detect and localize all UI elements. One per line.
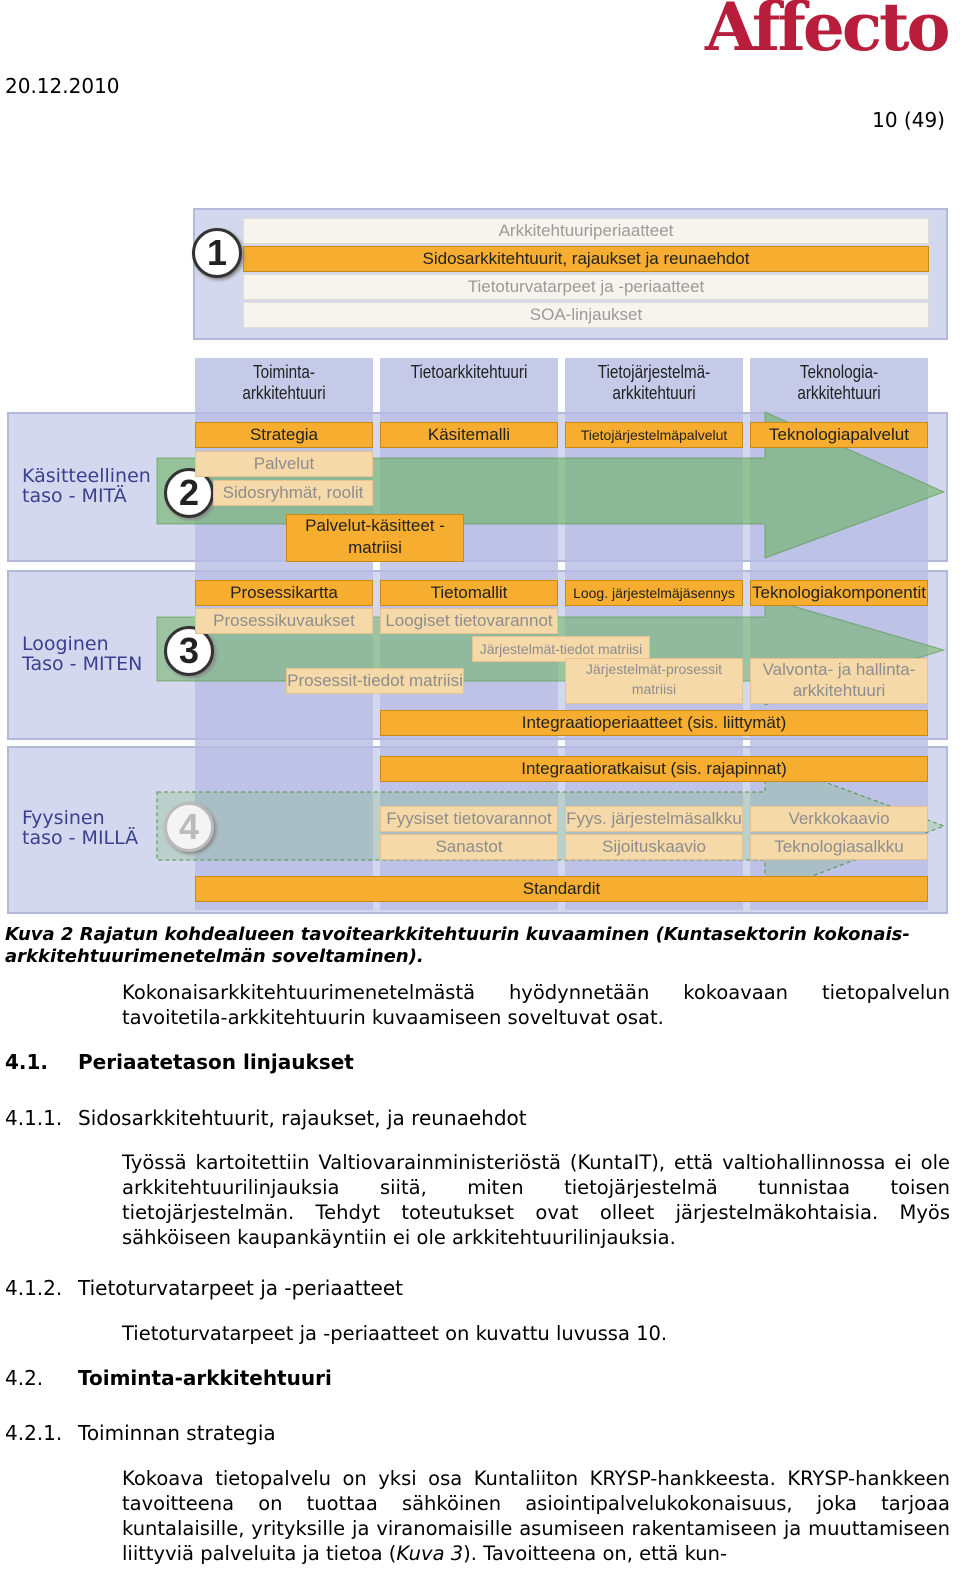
bar-fyys-jarjestelmasalkku: Fyys. järjestelmäsalkku xyxy=(565,806,743,832)
bar-strategia: Strategia xyxy=(195,422,373,448)
bar-tietomallit: Tietomallit xyxy=(380,580,558,606)
principles-bar-4: SOA-linjaukset xyxy=(243,302,929,328)
heading-4-1: Periaatetason linjaukset xyxy=(78,1050,354,1074)
level-label-conceptual: Käsitteellinen taso - MITÄ xyxy=(22,465,151,507)
column-header-teknologia: Teknologia- arkkitehtuuri xyxy=(797,362,881,403)
level-label-logical: Looginen Taso - MITEN xyxy=(22,633,143,675)
bar-prosessikartta: Prosessikartta xyxy=(195,580,373,606)
bar-teknologiakomponentit: Teknologiakomponentit xyxy=(750,580,928,606)
affecto-logo: Affecto xyxy=(705,0,951,66)
bar-sijoituskaavio: Sijoituskaavio xyxy=(565,834,743,860)
bar-loog-jarjestelmajasennys: Loog. järjestelmäjäsennys xyxy=(565,580,743,606)
level-number-2: 2 xyxy=(164,468,214,518)
bar-palvelut: Palvelut xyxy=(195,451,373,477)
heading-4-1-1-number: 4.1.1. xyxy=(5,1106,63,1130)
document-date: 20.12.2010 xyxy=(5,74,120,98)
figure-caption: Kuva 2 Rajatun kohdealueen tavoitearkkit… xyxy=(5,924,910,967)
principles-bar-2: Sidosarkkitehtuurit, rajaukset ja reunae… xyxy=(243,246,929,272)
column-header-tieto: Tietoarkkitehtuuri xyxy=(410,362,528,382)
principles-bar-3: Tietoturvatarpeet ja -periaatteet xyxy=(243,274,929,300)
paragraph-4-1-2: Tietoturvatarpeet ja -periaatteet on kuv… xyxy=(122,1322,668,1345)
bar-teknologiapalvelut: Teknologiapalvelut xyxy=(750,422,928,448)
bar-integraatioratkaisut: Integraatioratkaisut (sis. rajapinnat) xyxy=(380,756,928,782)
principles-bar-1: Arkkitehtuuriperiaatteet xyxy=(243,218,929,244)
heading-4-2-1-number: 4.2.1. xyxy=(5,1421,63,1445)
level-label-physical: Fyysinen taso - MILLÄ xyxy=(22,807,139,849)
column-header-toiminta: Toiminta- arkkitehtuuri xyxy=(242,362,326,403)
bar-kasitemalli: Käsitemalli xyxy=(380,422,558,448)
level-number-3: 3 xyxy=(164,626,214,676)
heading-4-2: Toiminta-arkkitehtuuri xyxy=(78,1366,332,1390)
bar-prosessikuvaukset: Prosessikuvaukset xyxy=(195,608,373,634)
heading-4-1-number: 4.1. xyxy=(5,1050,49,1074)
bar-teknologiasalkku: Teknologiasalkku xyxy=(750,834,928,860)
bar-loogiset-tietovarannot: Loogiset tietovarannot xyxy=(380,608,558,634)
paragraph-4-1-1: Työssä kartoitettiin Valtiovarainministe… xyxy=(122,1151,950,1249)
intro-paragraph: Kokonaisarkkitehtuurimenetelmästä hyödyn… xyxy=(122,981,950,1029)
architecture-figure: Arkkitehtuuriperiaatteet Sidosarkkitehtu… xyxy=(0,200,960,920)
bar-jarjestelmat-tiedot-matriisi: Järjestelmät-tiedot matriisi xyxy=(472,636,650,662)
bar-tietojarjestelmapalvelut: Tietojärjestelmäpalvelut xyxy=(565,422,743,448)
column-header-tietojarjestelma: Tietojärjestelmä- arkkitehtuuri xyxy=(597,362,711,403)
bar-verkkokaavio: Verkkokaavio xyxy=(750,806,928,832)
bar-integraatioperiaatteet: Integraatioperiaatteet (sis. liittymät) xyxy=(380,710,928,736)
figure-reference: Kuva 3 xyxy=(396,1542,464,1565)
paragraph-4-2-1: Kokoava tietopalvelu on yksi osa Kuntali… xyxy=(122,1467,950,1565)
bar-valvonta-hallinta: Valvonta- ja hallinta- arkkitehtuuri xyxy=(750,658,928,704)
bar-palvelut-kasitteet-matriisi: Palvelut-käsitteet - matriisi xyxy=(286,514,464,562)
bar-fyysiset-tietovarannot: Fyysiset tietovarannot xyxy=(380,806,558,832)
bar-sanastot: Sanastot xyxy=(380,834,558,860)
bar-standardit: Standardit xyxy=(195,876,928,902)
level-number-1: 1 xyxy=(192,228,242,278)
page-number: 10 (49) xyxy=(872,108,945,132)
heading-4-1-2: Tietoturvatarpeet ja -periaatteet xyxy=(78,1276,404,1300)
bar-prosessit-tiedot-matriisi: Prosessit-tiedot matriisi xyxy=(286,668,464,694)
heading-4-1-2-number: 4.1.2. xyxy=(5,1276,63,1300)
heading-4-2-number: 4.2. xyxy=(5,1366,44,1390)
heading-4-1-1: Sidosarkkitehtuurit, rajaukset, ja reuna… xyxy=(78,1106,527,1130)
bar-sidosryhmat: Sidosryhmät, roolit xyxy=(213,480,373,506)
heading-4-2-1: Toiminnan strategia xyxy=(78,1421,276,1445)
bar-jarjestelmat-prosessit-matriisi: Järjestelmät-prosessit matriisi xyxy=(565,658,743,704)
level-number-4: 4 xyxy=(164,802,214,852)
